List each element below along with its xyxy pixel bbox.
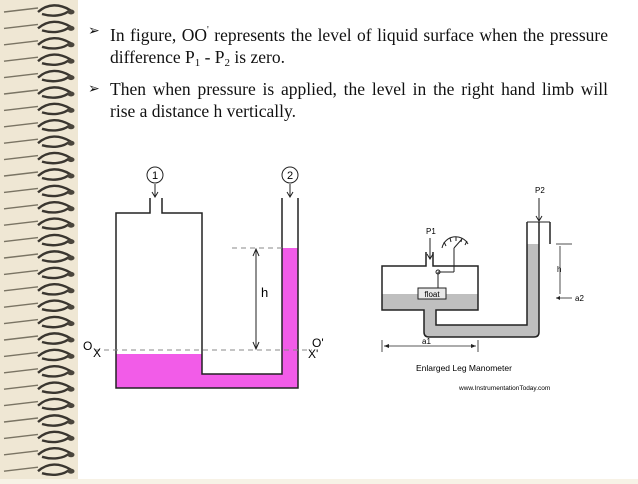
p1-arrowhead-icon: [426, 253, 434, 260]
float-block: [417, 287, 447, 300]
height-label: h: [261, 285, 268, 300]
binding-ring: [3, 200, 75, 214]
bullet-1-sub-1: 1: [194, 57, 201, 69]
right-limb-liquid: [282, 248, 298, 388]
binding-ring: [3, 364, 75, 378]
a2-label: a2: [575, 294, 584, 303]
gauge-ticks: [443, 237, 468, 247]
binding-ring: [3, 315, 75, 329]
port-1-label: 1: [152, 170, 158, 182]
spiral-binding-rings: [3, 4, 75, 477]
spiral-binding: [0, 0, 78, 479]
binding-ring: [3, 135, 75, 149]
binding-ring: [3, 168, 75, 181]
vessel-outer-wall: [115, 198, 299, 389]
label-x-left: X: [93, 346, 101, 360]
binding-ring: [3, 86, 75, 99]
port-2-label: 2: [287, 170, 293, 182]
bullet-2-text: Then when pressure is applied, the level…: [110, 79, 608, 121]
bullet-1-text-d: is zero.: [230, 47, 285, 67]
vessel-inner-wall: [161, 198, 283, 375]
binding-ring: [3, 53, 75, 67]
binding-ring: [3, 446, 75, 460]
binding-ring: [3, 250, 75, 263]
port-2-marker: [281, 166, 299, 184]
website-credit: www.InstrumentationToday.com: [458, 385, 550, 392]
height-arrow-down-icon: [252, 341, 260, 351]
binding-ring: [3, 217, 75, 231]
float-label: float: [424, 290, 440, 299]
binding-ring: [3, 184, 75, 198]
bullet-1-text-c: - P: [200, 47, 225, 67]
binding-ring: [3, 266, 75, 280]
binding-ring: [3, 397, 75, 411]
port-1-arrowhead-icon: [151, 191, 159, 198]
binding-ring: [3, 151, 75, 165]
h-label: h: [557, 265, 561, 274]
linkage-pivot: [435, 269, 441, 275]
binding-ring: [3, 4, 75, 17]
a1-label: a1: [422, 337, 431, 346]
left-limb-liquid: [116, 354, 202, 388]
manometer-inner-wall: [432, 222, 528, 326]
bullet-1-text-b: represents the level of liquid surface w…: [110, 25, 608, 67]
binding-ring: [3, 430, 75, 444]
bullet-list: ➢ In figure, OO' represents the level of…: [88, 20, 608, 126]
binding-ring: [3, 348, 75, 362]
connecting-tube-liquid: [202, 374, 282, 388]
label-o-right: O': [312, 336, 324, 350]
bullet-1-text-a: In figure, OO: [110, 25, 207, 45]
binding-ring: [3, 381, 75, 395]
bullet-arrow-icon: ➢: [88, 81, 100, 97]
manometer-outer-wall: [381, 222, 540, 338]
reservoir-liquid: [382, 294, 478, 310]
binding-ring: [3, 463, 75, 477]
binding-ring: [3, 299, 75, 313]
port-2-arrowhead-icon: [286, 191, 294, 198]
p2-arrowhead-icon: [535, 215, 543, 222]
binding-ring: [3, 282, 75, 296]
gauge-dial-icon: [441, 236, 469, 249]
binding-ring: [3, 36, 75, 50]
bullet-item-1: ➢ In figure, OO' represents the level of…: [88, 20, 608, 74]
binding-ring: [3, 102, 75, 116]
height-arrow-up-icon: [252, 247, 260, 257]
bullet-1-sub-2: 2: [224, 57, 231, 69]
figure-caption: Enlarged Leg Manometer: [416, 363, 512, 373]
p1-label: P1: [426, 227, 436, 236]
a2-arrowhead-icon: [556, 296, 560, 300]
bullet-item-2: ➢ Then when pressure is applied, the lev…: [88, 78, 608, 122]
binding-ring: [3, 69, 75, 83]
binding-ring: [3, 332, 75, 345]
binding-ring: [3, 233, 75, 247]
gauge-needle: [453, 238, 463, 249]
binding-ring: [3, 118, 75, 132]
label-o-left: O: [83, 339, 92, 353]
bullet-1-prime: ': [206, 25, 209, 36]
p2-label: P2: [535, 186, 545, 195]
label-x-right: X': [308, 347, 318, 361]
slide-page: [78, 0, 638, 479]
bullet-arrow-icon: ➢: [88, 23, 100, 39]
binding-ring: [3, 414, 75, 427]
binding-ring: [3, 20, 75, 34]
port-1-marker: [146, 166, 164, 184]
